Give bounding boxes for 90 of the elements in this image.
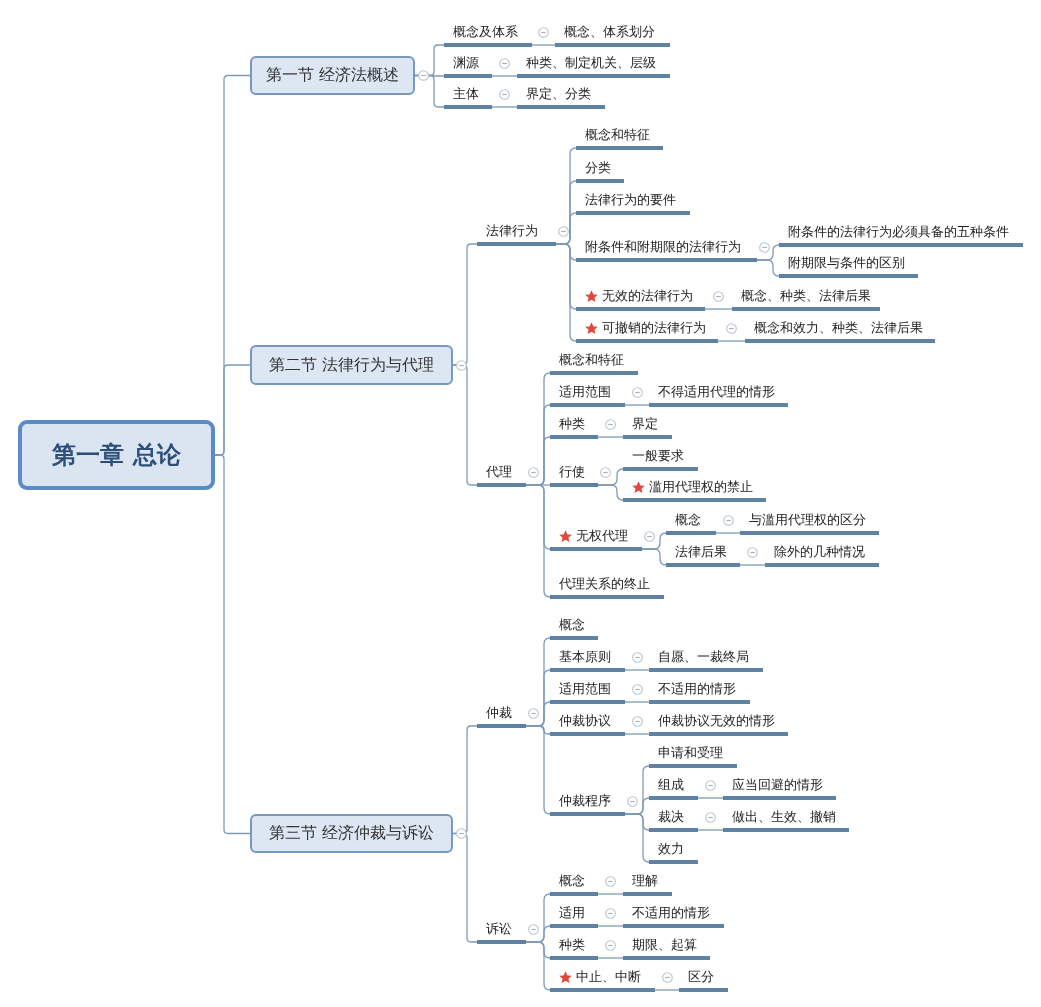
connector-line [452, 832, 478, 943]
subtopic: 界定、分类 [517, 83, 605, 109]
subtopic-text: 滥用代理权的禁止 [649, 478, 753, 496]
subtopic: 概念 [550, 870, 598, 896]
subtopic: 渊源 [444, 52, 492, 78]
subtopic: 种类 [550, 413, 598, 439]
subtopic: 种类、制定机关、层级 [517, 52, 670, 78]
connector-line [697, 797, 724, 799]
subtopic: 概念和特征 [576, 124, 663, 150]
subtopic: 仲裁协议 [550, 710, 625, 736]
subtopic: 适用 [550, 902, 598, 928]
subtopic: 仲裁程序 [550, 790, 625, 816]
subtopic: 种类 [550, 934, 598, 960]
subtopic: 法律行为的要件 [576, 189, 690, 215]
subtopic: 基本原则 [550, 646, 625, 672]
connector-line [624, 669, 650, 671]
connector-line [697, 829, 724, 831]
connector-line [704, 308, 733, 310]
topic-box: 第三节 经济仲裁与诉讼 [250, 814, 453, 853]
connector-line [597, 893, 624, 895]
connector-line [717, 340, 746, 342]
connector-line [597, 925, 624, 927]
subtopic: 概念、体系划分 [555, 21, 670, 47]
subtopic: 分类 [576, 157, 624, 183]
connector-line [531, 44, 556, 46]
central-topic-box: 第一章 总论 [18, 420, 215, 490]
subtopic: 界定 [623, 413, 672, 439]
subtopic: 行使 [550, 461, 598, 487]
connector-line [555, 243, 577, 342]
connector-line [641, 548, 667, 566]
connector-line [624, 701, 650, 703]
subtopic: 自愿、一裁终局 [649, 646, 763, 672]
subtopic: 附条件和附期限的法律行为 [576, 236, 757, 262]
subtopic: 期限、起算 [623, 934, 710, 960]
subtopic: 应当回避的情形 [723, 774, 836, 800]
topic-box: 第二节 法律行为与代理 [250, 345, 453, 385]
connector-line [525, 484, 551, 598]
subtopic: 仲裁协议无效的情形 [649, 710, 788, 736]
subtopic: 效力 [649, 838, 698, 864]
subtopic: 概念和特征 [550, 349, 638, 375]
connector-line [597, 436, 624, 438]
subtopic: 法律后果 [666, 541, 740, 567]
subtopic: 附条件的法律行为必须具备的五种条件 [779, 221, 1023, 247]
connector-line [491, 106, 518, 108]
subtopic: 概念 [666, 509, 716, 535]
subtopic: 不适用的情形 [623, 902, 724, 928]
subtopic-text: 可撤销的法律行为 [602, 319, 706, 337]
subtopic: 适用范围 [550, 678, 625, 704]
connector-line [452, 364, 478, 486]
subtopic: 概念和效力、种类、法律后果 [745, 317, 935, 343]
subtopic: 区分 [679, 966, 728, 992]
subtopic-text: 无权代理 [576, 527, 628, 545]
subtopic: 不得适用代理的情形 [649, 381, 788, 407]
subtopic: 做出、生效、撤销 [723, 806, 849, 832]
connector-line [491, 75, 518, 77]
subtopic: 概念、种类、法律后果 [732, 285, 880, 311]
subtopic-text: 无效的法律行为 [602, 287, 693, 305]
connector-line [597, 957, 624, 959]
subtopic: 概念 [550, 614, 598, 640]
subtopic: 附期限与条件的区别 [779, 252, 918, 278]
subtopic: 与滥用代理权的区分 [740, 509, 879, 535]
subtopic: 适用范围 [550, 381, 625, 407]
subtopic: 代理 [477, 461, 526, 487]
connector-line [214, 454, 251, 835]
subtopic-text: 中止、中断 [576, 968, 641, 986]
subtopic: 理解 [623, 870, 672, 896]
connector-line [624, 404, 650, 406]
connector-line [624, 813, 650, 863]
subtopic: 组成 [649, 774, 698, 800]
connector-line [715, 532, 741, 534]
connector-line [654, 989, 680, 991]
subtopic: 主体 [444, 83, 492, 109]
topic-box: 第一节 经济法概述 [250, 56, 415, 95]
subtopic: 裁决 [649, 806, 698, 832]
subtopic: 不适用的情形 [649, 678, 750, 704]
connector-line [525, 725, 551, 815]
subtopic: 法律行为 [477, 220, 556, 246]
connector-line [739, 564, 766, 566]
subtopic: 一般要求 [623, 445, 698, 471]
connector-line [414, 74, 445, 108]
connector-line [597, 484, 624, 501]
subtopic: 概念及体系 [444, 21, 532, 47]
connector-line [756, 259, 780, 277]
connector-line [525, 941, 551, 991]
connector-line [624, 733, 650, 735]
subtopic: 诉讼 [477, 918, 526, 944]
subtopic: 申请和受理 [649, 742, 737, 768]
subtopic: 除外的几种情况 [765, 541, 879, 567]
subtopic: 仲裁 [477, 702, 526, 728]
subtopic: 代理关系的终止 [550, 573, 664, 599]
